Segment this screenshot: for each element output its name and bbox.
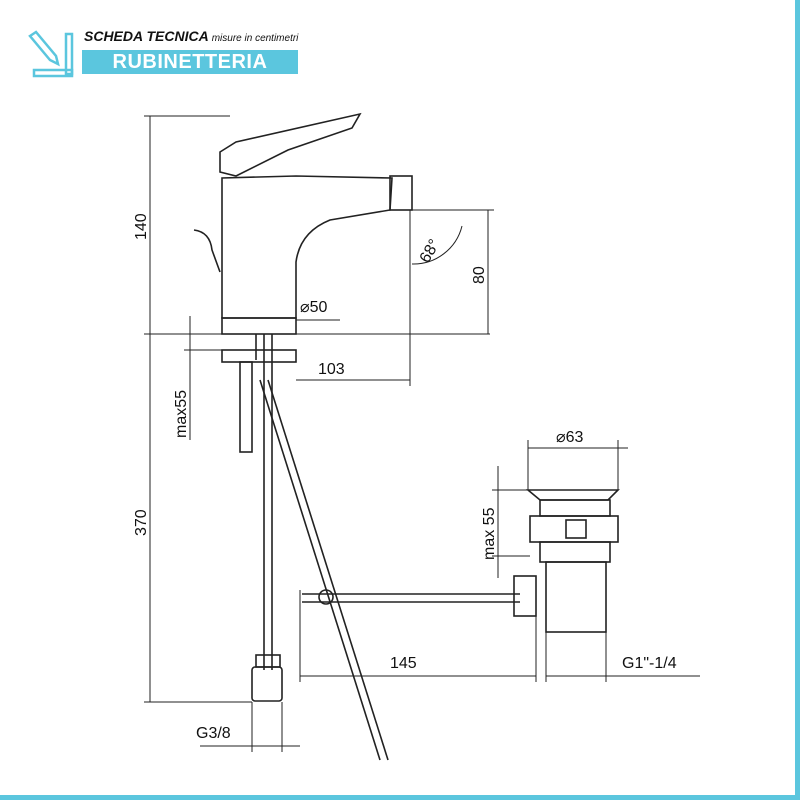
- dim-total-height: 140: [133, 213, 150, 240]
- dim-rod-length: 145: [390, 655, 417, 672]
- waste-valve: [525, 489, 620, 501]
- dim-deck-thickness: max55: [173, 390, 190, 438]
- units-note: misure in centimetri: [211, 33, 299, 44]
- dim-waste-deck: max 55: [481, 507, 498, 560]
- faucet-body: [221, 175, 393, 319]
- lever: [219, 112, 362, 177]
- dim-hose-length: 370: [133, 509, 150, 536]
- dim-waste-thread: G1"-1/4: [622, 655, 677, 672]
- title-text: SCHEDA TECNICA: [84, 28, 209, 44]
- spout-nozzle: [389, 175, 413, 211]
- dim-waste-diameter: ⌀63: [556, 429, 584, 446]
- dim-base-diameter: ⌀50: [300, 299, 328, 316]
- ruler-pencil-icon: [26, 30, 78, 83]
- dim-spout-reach: 103: [318, 361, 345, 378]
- dim-inlet-thread: G3/8: [196, 725, 231, 742]
- category-banner: RUBINETTERIA: [82, 50, 298, 74]
- dim-spout-height: 80: [471, 266, 488, 284]
- base: [221, 317, 297, 335]
- dim-spout-angle: 68°: [417, 237, 444, 266]
